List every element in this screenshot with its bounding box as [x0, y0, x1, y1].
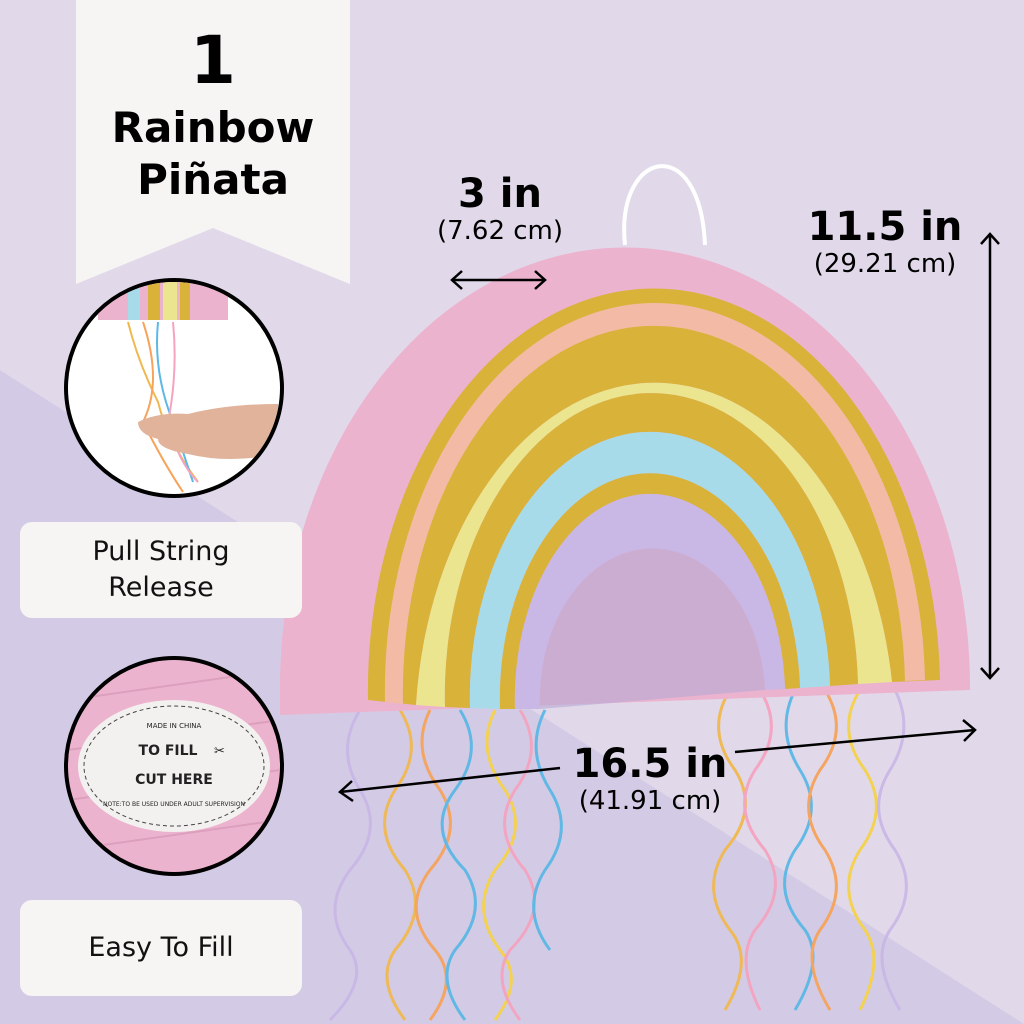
easy-fill-photo: MADE IN CHINA TO FILL ✂ CUT HERE NOTE:TO…	[64, 656, 284, 876]
pull-string-label: Pull String Release	[20, 522, 302, 618]
easy-to-fill-label: Easy To Fill	[20, 900, 302, 996]
depth-metric: (7.62 cm)	[436, 216, 564, 246]
height-value: 11.5 in	[807, 204, 963, 250]
title-banner: 1 Rainbow Piñata	[76, 0, 350, 284]
pinata-count: 1	[190, 22, 236, 99]
width-value: 16.5 in	[572, 741, 728, 787]
depth-dimension: 3 in (7.62 cm)	[410, 172, 590, 246]
seal-cut-here: CUT HERE	[135, 772, 213, 788]
seal-to-fill: TO FILL	[139, 743, 198, 759]
title-line-1: Rainbow	[111, 103, 315, 152]
product-title: Rainbow Piñata	[76, 102, 350, 206]
title-line-2: Piñata	[137, 155, 289, 204]
seal-note: NOTE:TO BE USED UNDER ADULT SUPERVISION	[103, 801, 245, 808]
pull-string-photo	[64, 278, 284, 498]
width-metric: (41.91 cm)	[578, 786, 722, 816]
height-metric: (29.21 cm)	[813, 249, 957, 279]
scissors-icon: ✂	[214, 744, 225, 759]
height-dimension: 11.5 in (29.21 cm)	[780, 205, 990, 279]
depth-value: 3 in	[458, 171, 542, 217]
feature-label-line-1: Pull String	[92, 536, 230, 567]
seal-made-in: MADE IN CHINA	[147, 722, 202, 730]
width-dimension: 16.5 in (41.91 cm)	[545, 742, 755, 816]
feature-label-line-2: Release	[108, 572, 214, 603]
